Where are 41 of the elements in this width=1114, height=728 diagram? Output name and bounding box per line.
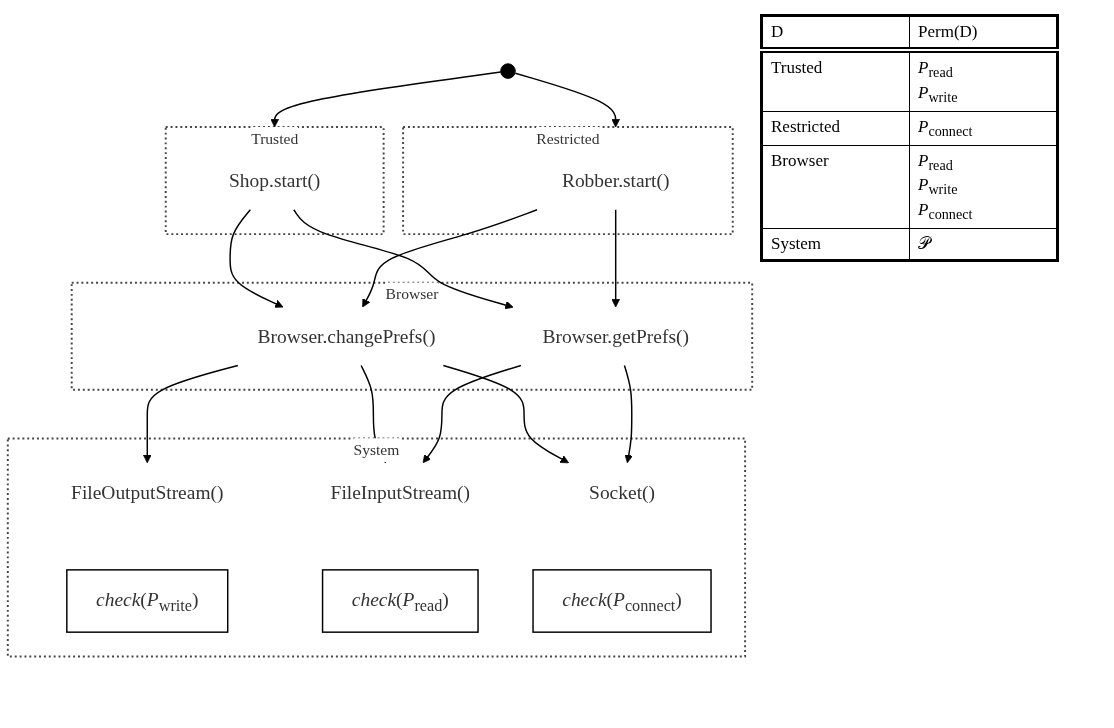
arrow bbox=[229, 208, 284, 308]
table-cell-text: P$_{write}$ bbox=[918, 174, 959, 200]
node-label: Restricted bbox=[536, 129, 600, 147]
table-cell-text: P$_{connect}$ bbox=[918, 199, 974, 224]
check-box: check(P$_{connect}$) bbox=[532, 569, 712, 633]
arrow bbox=[422, 364, 522, 464]
table-cell-text: Perm(D) bbox=[918, 21, 979, 43]
arrow bbox=[514, 72, 620, 128]
group-box bbox=[402, 125, 734, 235]
table-cell-text: System bbox=[771, 232, 823, 255]
arrow bbox=[611, 208, 620, 308]
table-cell-text: P$_{read}$ bbox=[918, 149, 954, 175]
method-label: Shop.start() bbox=[229, 169, 321, 192]
arrow bbox=[362, 208, 538, 308]
group-box bbox=[70, 281, 754, 391]
arrow bbox=[442, 364, 569, 464]
table-cell-text: Restricted bbox=[771, 115, 841, 138]
table-cell-text: P$_{connect}$ bbox=[918, 115, 974, 141]
method-label: Socket() bbox=[589, 481, 655, 503]
arrow bbox=[293, 208, 514, 310]
arrow bbox=[623, 364, 633, 464]
method-label: Browser.getPrefs() bbox=[542, 325, 689, 347]
table-cell-text: D bbox=[771, 21, 785, 43]
check-box: check(P$_{write}$) bbox=[66, 569, 229, 633]
node-label: System bbox=[353, 441, 400, 458]
node-label: Browser bbox=[385, 285, 439, 303]
method-label: FileOutputStream() bbox=[71, 481, 224, 503]
group-box bbox=[164, 125, 385, 235]
arrow bbox=[143, 364, 239, 464]
table-cell-text: Browser bbox=[771, 149, 830, 172]
method-label: Browser.changePrefs() bbox=[257, 325, 436, 347]
table-cell-text: Trusted bbox=[771, 57, 824, 80]
arrow bbox=[270, 71, 502, 128]
start-dot bbox=[500, 63, 516, 79]
method-label: FileInputStream() bbox=[330, 481, 471, 503]
method-label: Robber.start() bbox=[561, 169, 670, 192]
check-box: check(P$_{read}$) bbox=[321, 569, 479, 633]
node-label: Trusted bbox=[251, 129, 299, 147]
table-cell-text: 𝒫 bbox=[918, 232, 933, 255]
table-cell-text: P$_{write}$ bbox=[918, 81, 959, 107]
table-cell-text: P$_{read}$ bbox=[918, 57, 954, 82]
